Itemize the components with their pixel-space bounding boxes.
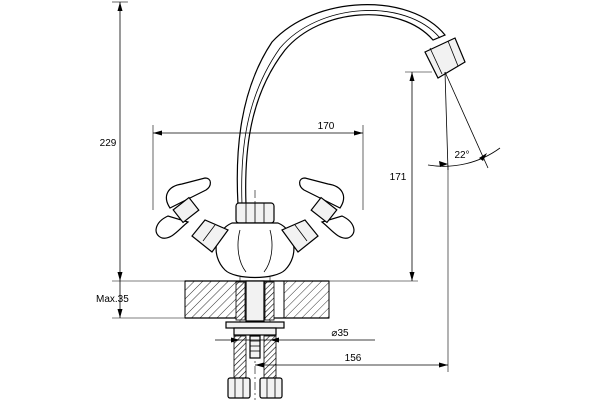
dimension-hole-diameter: ⌀35 (215, 328, 375, 343)
mounting-stud (245, 280, 265, 322)
dimension-spout-height: 171 (329, 71, 432, 282)
faucet-body (215, 202, 295, 279)
left-handle-lower-lever (155, 215, 190, 239)
left-hose-upper (235, 281, 246, 321)
spout-highlight (241, 10, 441, 206)
dimension-handle-span: 170 (152, 121, 364, 210)
mounting-assembly (225, 280, 285, 399)
dimension-label-170: 170 (318, 121, 335, 132)
dimension-spout-angle: 22° (427, 71, 501, 171)
dimension-label-max35: Max.35 (96, 294, 129, 305)
left-hose-nut (227, 377, 251, 399)
right-handle (281, 177, 355, 253)
right-handle-hub (310, 196, 338, 224)
spout-axis-vertical (444, 71, 449, 171)
angle-arc (427, 147, 501, 167)
dimension-spout-reach: 156 (255, 165, 449, 372)
right-valve-stem (281, 219, 319, 253)
left-handle-upper-lever (165, 177, 211, 209)
dimension-label-22: 22° (454, 150, 469, 161)
right-hose-nut (259, 377, 283, 399)
right-hose-upper (264, 281, 275, 321)
countertop-left-section (184, 280, 241, 319)
right-handle-lower-lever (320, 215, 355, 239)
threaded-rod (249, 335, 261, 359)
dimension-total-height: 229 (100, 1, 185, 282)
countertop-right-section (283, 280, 330, 319)
spout-aerator (424, 37, 466, 79)
dimension-label-156: 156 (345, 353, 362, 364)
spout-tube (236, 4, 446, 206)
mounting-washer (225, 321, 285, 329)
left-hose (233, 335, 247, 379)
left-handle (155, 177, 229, 253)
dimension-label-229: 229 (100, 138, 117, 149)
spout (236, 4, 466, 206)
dimension-label-diameter35: ⌀35 (331, 328, 349, 339)
dimension-max-thickness: Max.35 (96, 281, 185, 319)
spout-axis-angled (444, 71, 489, 169)
right-handle-upper-lever (299, 177, 345, 209)
mounting-nut (233, 327, 277, 336)
left-handle-hub (172, 196, 200, 224)
right-hose (263, 335, 277, 379)
dimension-label-171: 171 (390, 172, 407, 183)
left-valve-stem (191, 219, 229, 253)
